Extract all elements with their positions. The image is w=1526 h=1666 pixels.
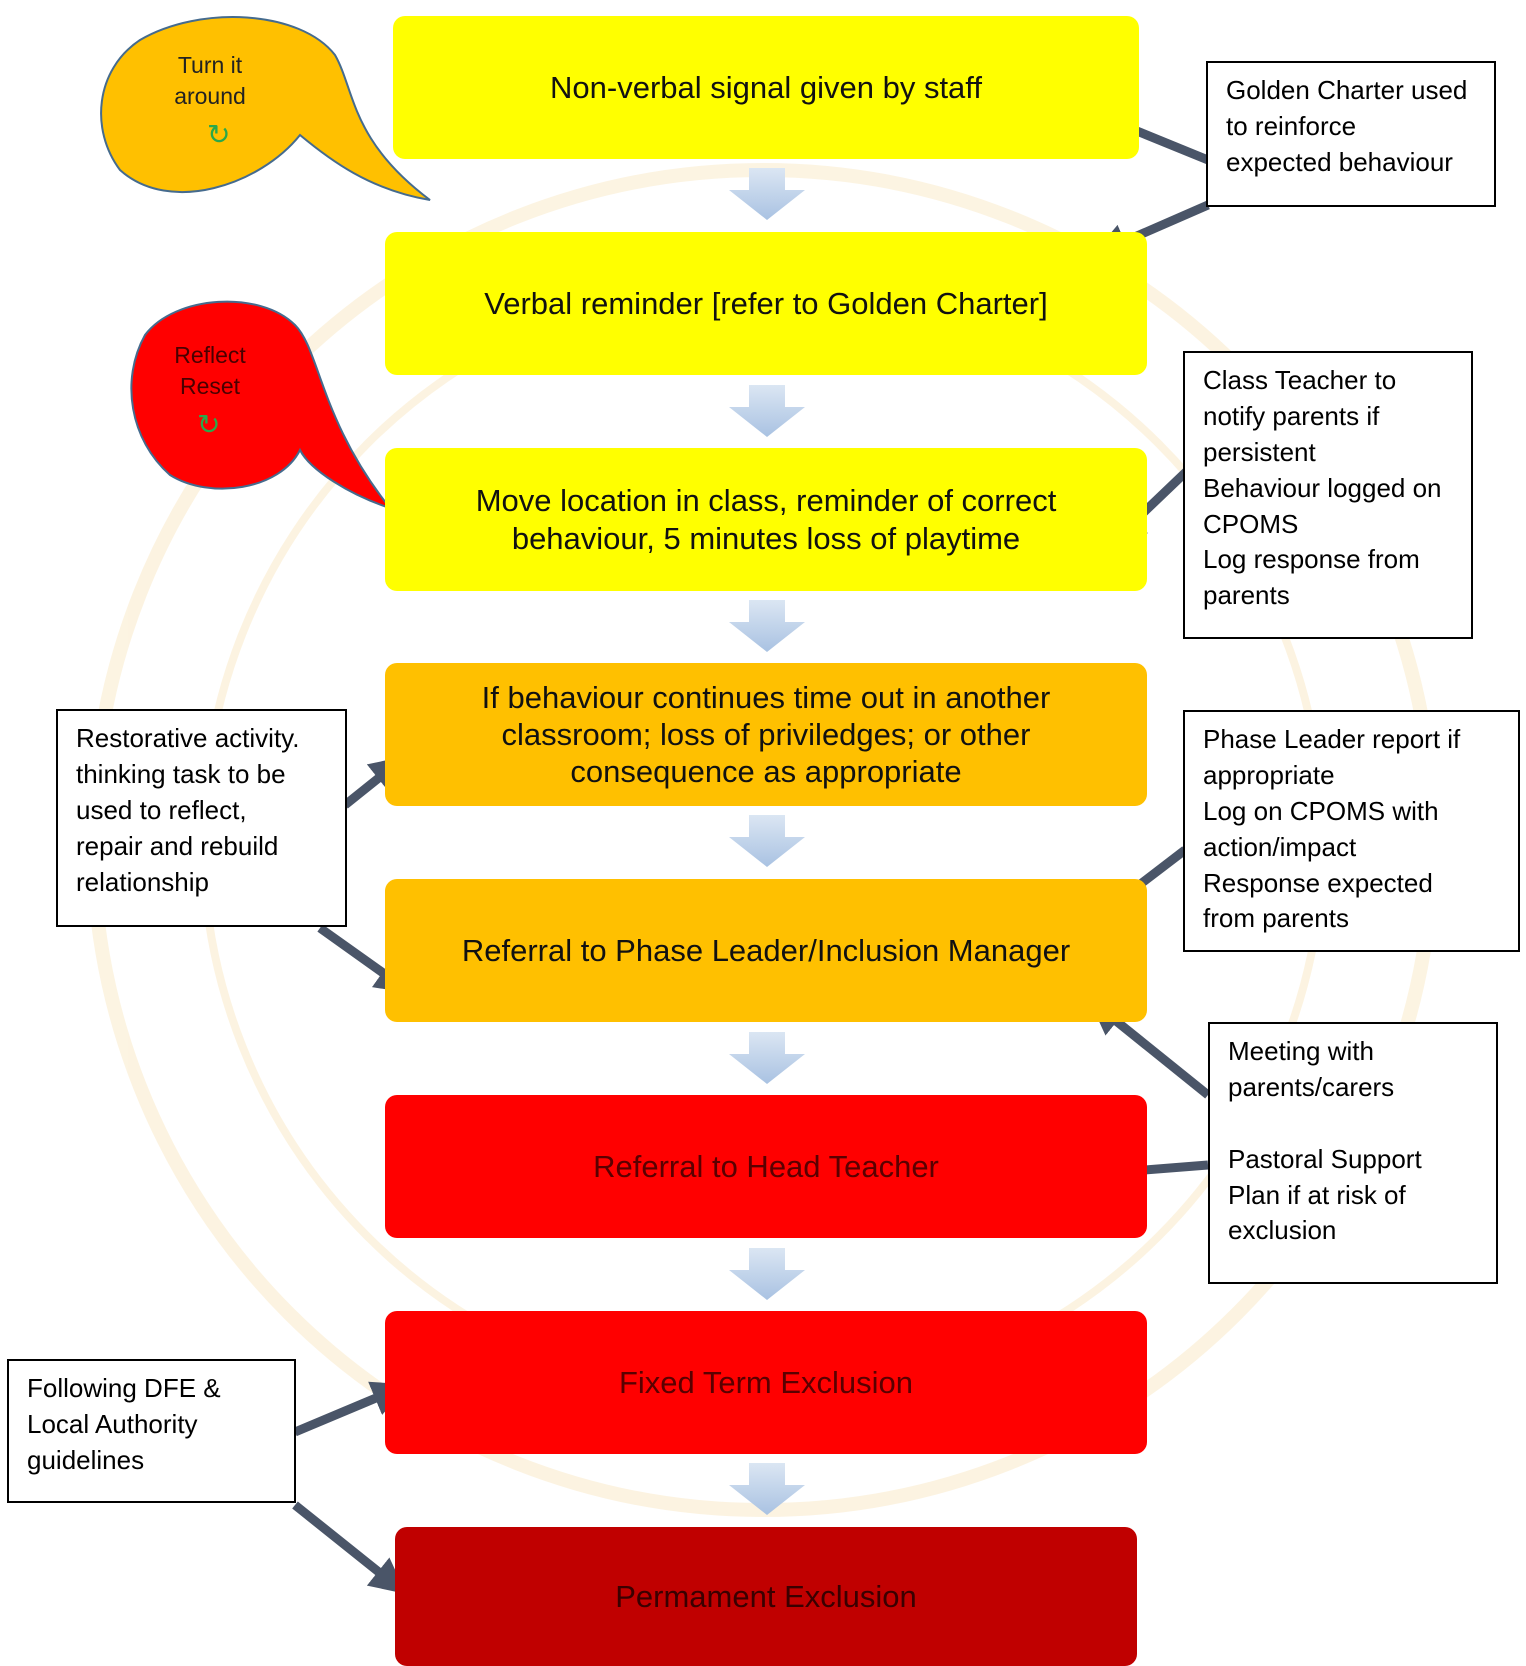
reflect-reset-bubble: [130, 300, 393, 510]
note-restorative-activity: Restorative activity. thinking task to b…: [56, 709, 347, 927]
flow-arrows: [729, 168, 805, 1515]
flow-arrow-3: [729, 600, 805, 652]
note-phase-leader: Phase Leader report if appropriate Log o…: [1183, 710, 1520, 952]
flow-arrow-5: [729, 1032, 805, 1084]
refresh-icon: ↻: [197, 409, 221, 440]
reflect-reset-text: Reflect Reset: [174, 342, 246, 400]
step-label: Permament Exclusion: [615, 1578, 917, 1614]
step-move-location: Move location in class, reminder of corr…: [385, 448, 1147, 591]
note-golden-charter: Golden Charter used to reinforce expecte…: [1206, 61, 1496, 207]
flow-arrow-1: [729, 168, 805, 220]
note-dfe-guidelines: Following DFE & Local Authority guidelin…: [7, 1359, 296, 1503]
flow-arrow-7: [729, 1463, 805, 1515]
step-label: Non-verbal signal given by staff: [550, 69, 982, 105]
step-referral-phase-leader: Referral to Phase Leader/Inclusion Manag…: [385, 879, 1147, 1022]
turn-it-around-text: Turn it around: [174, 52, 246, 110]
connector-meeting-to-step5: [1088, 998, 1211, 1099]
step-permanent-exclusion: Permament Exclusion: [395, 1527, 1137, 1666]
flow-arrow-2: [729, 385, 805, 437]
connector-dfe-to-step7: [293, 1381, 409, 1437]
step-referral-head-teacher: Referral to Head Teacher: [385, 1095, 1147, 1238]
turn-it-around-bubble: [100, 16, 431, 201]
note-meeting-parents: Meeting with parents/carers Pastoral Sup…: [1208, 1022, 1498, 1284]
step-verbal-reminder: Verbal reminder [refer to Golden Charter…: [385, 232, 1147, 375]
step-time-out: If behaviour continues time out in anoth…: [385, 663, 1147, 806]
step-label: Fixed Term Exclusion: [618, 1364, 914, 1400]
step-label: Referral to Phase Leader/Inclusion Manag…: [461, 932, 1071, 968]
step-non-verbal-signal: Non-verbal signal given by staff: [393, 16, 1139, 159]
step-label: Referral to Head Teacher: [593, 1148, 939, 1184]
flow-arrow-6: [729, 1248, 805, 1300]
step-label: If behaviour continues time out in anoth…: [481, 679, 1051, 790]
step-label: Verbal reminder [refer to Golden Charter…: [484, 285, 1048, 321]
refresh-icon: ↻: [207, 119, 231, 150]
flow-arrow-4: [729, 815, 805, 867]
note-class-teacher: Class Teacher to notify parents if persi…: [1183, 351, 1473, 639]
step-fixed-term-exclusion: Fixed Term Exclusion: [385, 1311, 1147, 1454]
step-label: Move location in class, reminder of corr…: [475, 483, 1057, 556]
connector-dfe-to-step8: [292, 1501, 407, 1594]
